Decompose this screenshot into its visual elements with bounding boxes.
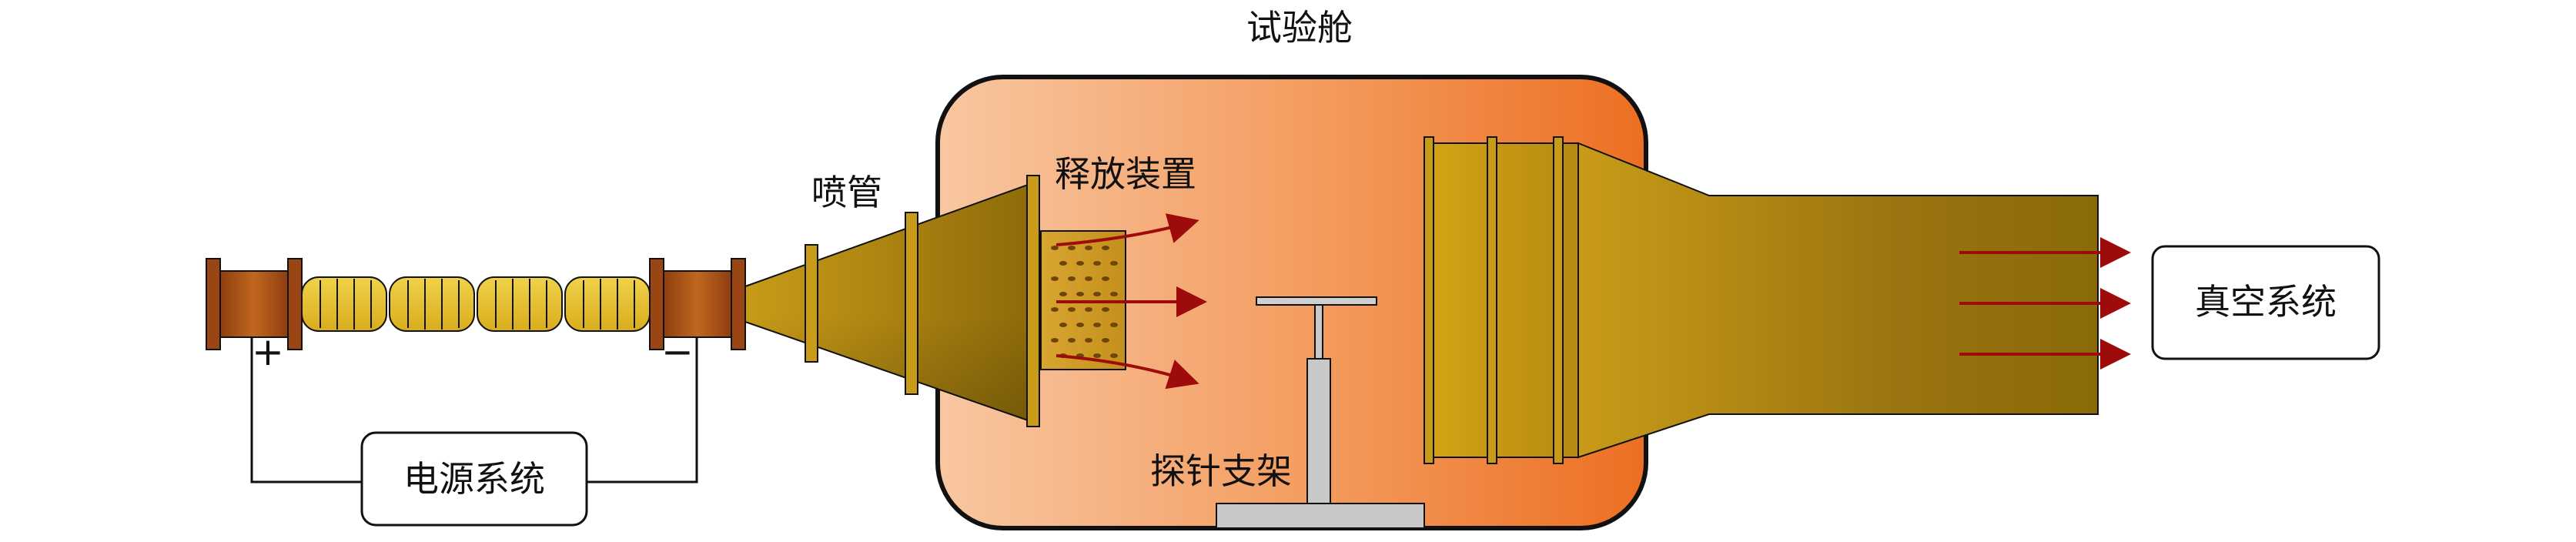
power-circuit: 电源系统 + −: [250, 330, 698, 527]
diffuser-flange-3: [1553, 136, 1564, 464]
cathode-flange-outer: [731, 258, 746, 350]
release-flow-arrows: [1055, 213, 1207, 390]
anode-flange-inner: [287, 258, 303, 350]
diffuser-flange-1: [1423, 136, 1434, 464]
probe-stand: 探针支架: [1150, 296, 1425, 529]
probe-upper-rod: [1314, 304, 1323, 360]
nozzle-exit-flange: [1026, 175, 1040, 427]
exhaust-duct: [1577, 142, 2099, 459]
nozzle-label: 喷管: [811, 172, 882, 213]
coil-segment: [301, 276, 387, 332]
chamber-label: 试验舱: [1246, 7, 1353, 49]
release-device-holes: [1051, 246, 1118, 358]
probe-head: [1256, 296, 1377, 306]
vacuum-flow-arrows: [1959, 237, 2131, 370]
cathode-electrode: [663, 270, 732, 338]
probe-post: [1306, 358, 1331, 506]
coil-segment: [389, 276, 475, 332]
anode-flange-outer: [206, 258, 221, 350]
probe-stand-label: 探针支架: [1150, 450, 1292, 492]
cathode-flange-inner: [649, 258, 664, 350]
power-system-box: [360, 431, 588, 527]
nozzle: 喷管: [744, 172, 1040, 427]
diffuser: [1423, 136, 2099, 464]
probe-base: [1216, 503, 1425, 529]
vacuum-system-label: 真空系统: [2195, 281, 2337, 323]
circuit-wire-left: [250, 337, 362, 483]
power-system-label: 电源系统: [403, 458, 545, 500]
circuit-wire-right: [587, 337, 698, 483]
coil-segment: [477, 276, 563, 332]
nozzle-ring-1: [805, 244, 818, 363]
diffuser-flange-2: [1487, 136, 1497, 464]
coil-segment: [564, 276, 651, 332]
anode-electrode: [219, 270, 289, 338]
nozzle-ring-2: [905, 212, 918, 395]
vacuum-system-box: [2151, 245, 2380, 360]
release-arrow-up: [1055, 213, 1199, 246]
arc-heater: [206, 258, 746, 350]
release-device-label: 释放装置: [1055, 153, 1196, 195]
nozzle-cone-shade: [745, 185, 1028, 420]
release-arrow-down: [1055, 354, 1199, 390]
arc-coil-segments: [301, 276, 651, 332]
